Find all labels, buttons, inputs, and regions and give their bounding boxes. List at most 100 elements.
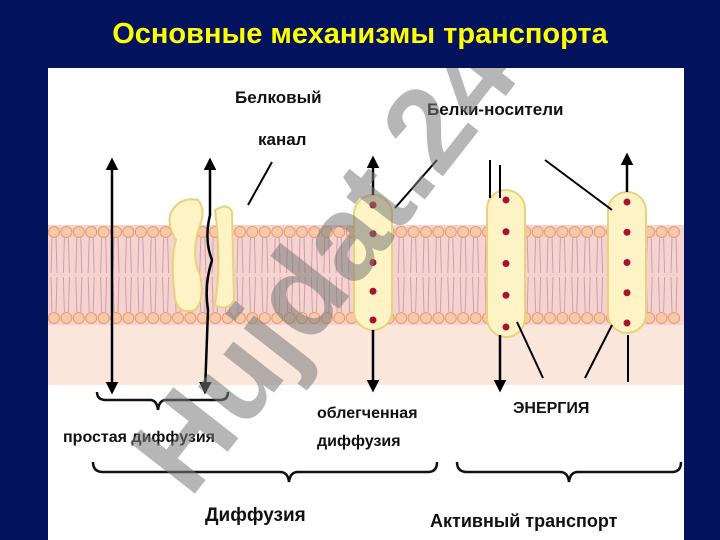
transported-particle — [502, 323, 510, 331]
lipid-tail — [596, 237, 604, 274]
lipid-tail — [62, 276, 70, 313]
lipid-head — [97, 312, 110, 324]
lipid-tail — [273, 276, 281, 313]
lipid-tail — [472, 237, 480, 274]
lipid-head — [122, 312, 135, 324]
cytoplasm-zone — [48, 325, 684, 385]
channel-label-line2: канал — [258, 130, 307, 149]
lipid-tail — [397, 276, 405, 313]
transported-particle — [623, 228, 631, 236]
lipid-head — [60, 312, 73, 324]
lipid-tail — [286, 276, 294, 313]
lipid-head — [271, 312, 284, 324]
lipid-tail — [149, 237, 157, 274]
lipid-head — [333, 312, 346, 324]
lipid-tail — [75, 237, 83, 274]
lipid-head — [556, 312, 569, 324]
lipid-tail — [422, 276, 430, 313]
lipid-head — [320, 312, 333, 324]
lipid-head — [320, 226, 333, 238]
lipid-head — [407, 226, 420, 238]
lipid-tail — [546, 237, 554, 274]
lipid-head — [544, 226, 556, 238]
lipid-head — [395, 312, 408, 324]
transported-particle — [369, 201, 377, 209]
lipid-tail — [323, 276, 331, 313]
transported-particle — [502, 196, 510, 204]
lipid-tail — [261, 237, 269, 274]
lipid-head — [147, 312, 160, 324]
lipid-tail — [162, 237, 170, 274]
lipid-tail — [658, 276, 666, 313]
lipid-head — [72, 312, 85, 324]
lipid-tail — [447, 237, 455, 274]
lipid-head — [308, 312, 321, 324]
lipid-tail — [298, 276, 306, 313]
lipid-head — [85, 312, 98, 324]
membrane-transport-diagram: Белковый канал Белки-носители простая ди… — [48, 68, 684, 540]
lipid-tail — [310, 276, 318, 313]
lipid-head — [221, 312, 234, 324]
lipid-tail — [248, 276, 256, 313]
lipid-head — [85, 226, 98, 238]
lipid-head — [283, 226, 296, 238]
lipid-tail — [534, 276, 542, 313]
lipid-tail — [397, 237, 405, 274]
lipid-head — [60, 226, 73, 238]
lipid-tail — [124, 276, 132, 313]
lipid-tail — [571, 237, 579, 274]
lipid-tail — [137, 237, 145, 274]
lipid-head — [258, 312, 271, 324]
lipid-head — [159, 312, 172, 324]
lipid-tail — [434, 276, 442, 313]
carriers-label: Белки-носители — [427, 100, 563, 119]
lipid-tail — [87, 237, 95, 274]
lipid-tail — [75, 276, 83, 313]
lipid-head — [407, 312, 420, 324]
lipid-head — [48, 312, 60, 324]
lipid-head — [655, 312, 668, 324]
lipid-head — [395, 226, 408, 238]
lipid-head — [420, 312, 432, 324]
lipid-head — [246, 226, 259, 238]
lipid-tail — [459, 276, 467, 313]
lipid-tail — [596, 276, 604, 313]
facilitated-label-line1: облегченная — [317, 405, 418, 422]
lipid-head — [258, 226, 271, 238]
lipid-head — [531, 312, 544, 324]
lipid-tail — [248, 237, 256, 274]
transported-particle — [369, 316, 377, 324]
lipid-head — [593, 312, 606, 324]
transported-particle — [369, 259, 377, 266]
transported-particle — [502, 291, 510, 299]
lipid-head — [134, 226, 147, 238]
pointer-lines — [247, 159, 629, 382]
energy-label: ЭНЕРГИЯ — [513, 400, 589, 417]
lipid-head — [283, 312, 296, 324]
lipid-head — [72, 226, 85, 238]
lipid-tail — [62, 237, 70, 274]
lipid-tail — [558, 237, 566, 274]
lipid-head — [556, 226, 569, 238]
transported-particle — [369, 287, 377, 295]
lipid-head — [593, 226, 606, 238]
lipid-head — [432, 226, 445, 238]
lipid-tail — [335, 237, 343, 274]
lipid-head — [655, 226, 668, 238]
lipid-head — [308, 226, 321, 238]
lipid-tail — [558, 276, 566, 313]
transported-particle — [369, 230, 377, 238]
lipid-head — [184, 312, 197, 324]
lipid-head — [469, 226, 482, 238]
lipid-tail — [670, 276, 678, 313]
lipid-head — [271, 226, 284, 238]
lipid-tail — [422, 237, 430, 274]
lipid-head — [581, 226, 594, 238]
lipid-tail — [472, 276, 480, 313]
lipid-tail — [298, 237, 306, 274]
lipid-head — [568, 312, 581, 324]
lipid-tail — [323, 237, 331, 274]
lipid-head — [544, 312, 556, 324]
lipid-tail — [236, 276, 244, 313]
lipid-tail — [670, 237, 678, 274]
